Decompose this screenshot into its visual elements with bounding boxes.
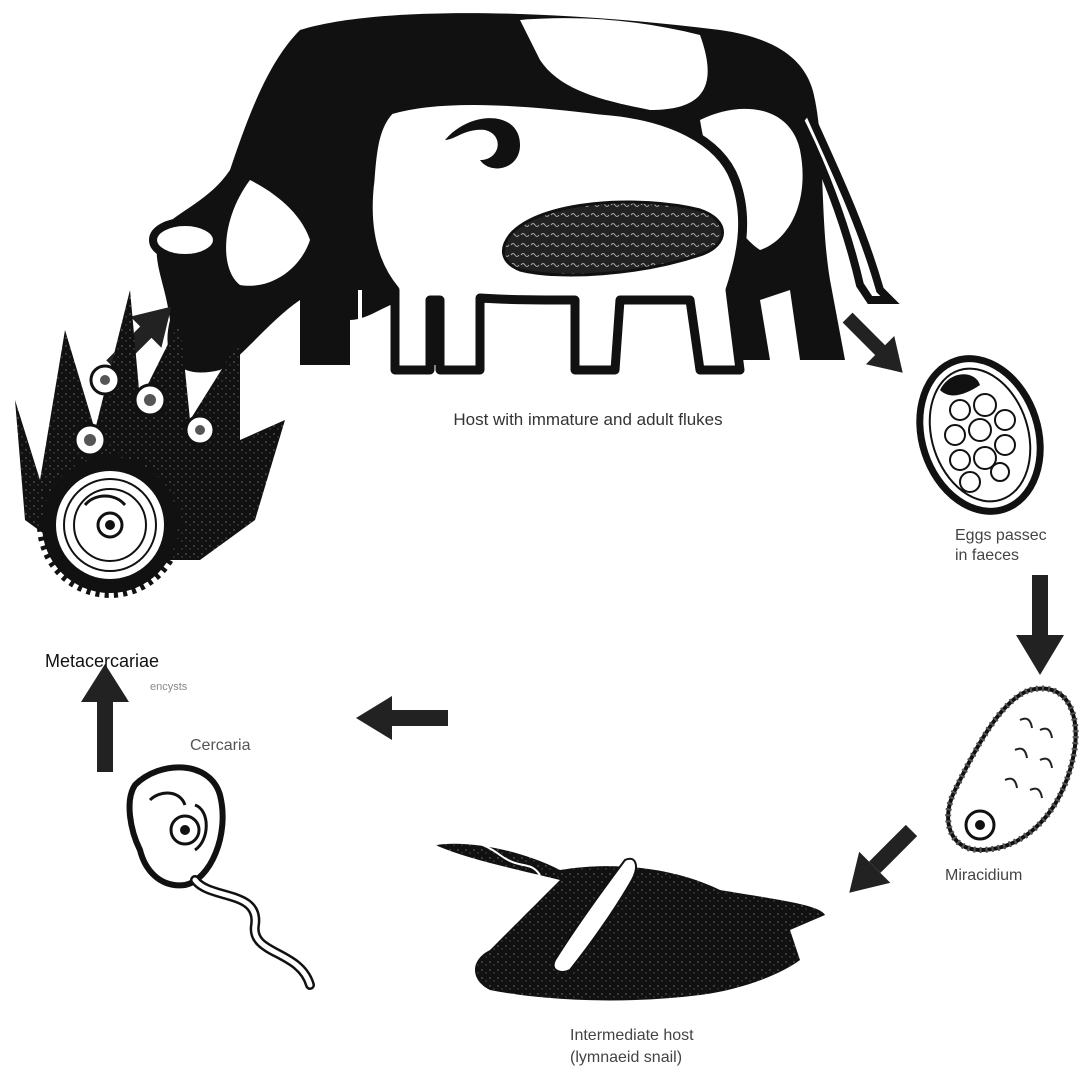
- arrow-cercaria-to-metacercariae: [81, 664, 129, 772]
- arrow-miracidium-to-snail: [834, 815, 927, 908]
- cercaria-illustration: [130, 767, 310, 985]
- cow-ear: [153, 222, 217, 258]
- intermediate-host-label-line1: Intermediate host: [570, 1027, 694, 1044]
- miracidium-label: Miracidium: [945, 867, 1022, 884]
- sheep-host-illustration: [368, 101, 742, 370]
- arrow-host-to-eggs: [833, 303, 916, 386]
- intermediate-host-label-line2: (lymnaeid snail): [570, 1049, 682, 1066]
- eggs-label-line2: in faeces: [955, 547, 1019, 564]
- host-label: Host with immature and adult flukes: [453, 410, 722, 429]
- eggs-label-line1: Eggs passec: [955, 527, 1047, 544]
- metacercariae-sublabel: encysts: [150, 681, 188, 693]
- miracidium-illustration: [948, 688, 1076, 850]
- cercaria-label: Cercaria: [190, 737, 251, 754]
- snail-illustration: [435, 840, 825, 1001]
- arrow-snail-to-cercaria: [356, 696, 448, 740]
- egg-illustration: [901, 343, 1060, 527]
- arrow-eggs-to-miracidium: [1016, 575, 1064, 675]
- metacercariae-label: Metacercariae: [45, 651, 159, 671]
